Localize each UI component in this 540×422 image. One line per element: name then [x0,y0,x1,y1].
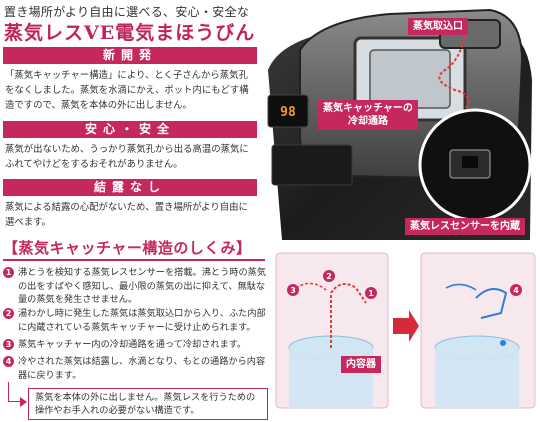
product-photo: 98 [260,0,540,240]
section-heading-no-condensation: 結露なし [3,179,257,196]
display-value: 98 [280,105,296,120]
page-title: 蒸気レスVE電気まほうびん [4,22,256,44]
step-text: 湯わかし時に発生した蒸気は蒸気取込口から入り、ふた内部に内蔵されている蒸気キャッ… [18,308,266,333]
step-number-badge: 4 [3,356,14,367]
mechanism-diagram: 3 2 1 4 内容器 [271,248,540,422]
step-3: 3 蒸気キャッチャー内の冷却通路を通って冷却されます。 [3,338,269,352]
mechanism-heading: 【蒸気キャッチャー構造のしくみ】 [3,239,252,257]
note-box: 蒸気を本体の外に出しません。蒸気レスを行うための操作やお手入れの必要がない構造で… [28,388,268,420]
water-flow-blue [475,288,508,319]
svg-text:4: 4 [513,286,519,295]
svg-text:1: 1 [368,289,374,298]
steam-path [438,34,470,111]
step-number-badge: 1 [3,267,14,278]
header-subtitle: 置き場所がより自由に選べる、安心・安全な [4,5,250,19]
section-heading-safety: 安心・安全 [3,121,257,138]
step-number-badge: 2 [3,308,14,319]
container-label: 内容器 [341,356,381,373]
transition-arrow [393,310,419,342]
control-buttons [271,144,353,186]
steam-flow-red [330,283,367,348]
step-badge: 4 [510,284,522,296]
step-2: 2 湯わかし時に発生した蒸気は蒸気取込口から入り、ふた内部に内蔵されている蒸気キ… [3,307,269,334]
step-4: 4 冷やされた蒸気は結露し、水滴となり、もとの通路から内容器に戻ります。 [3,355,269,382]
step-badge: 1 [365,287,377,299]
section-heading-new: 新開発 [3,47,257,64]
step-1: 1 沸とうを検知する蒸気レスセンサーを搭載。沸とう時の蒸気の出をすばやく感知し、… [3,266,269,307]
section-body-new: 「蒸気キャッチャー構造」により、とく子さんから蒸気孔をなくしました。蒸気を水滴に… [5,70,249,111]
note-arrow [8,382,22,402]
display-panel [267,94,309,128]
callout-sensor: 蒸気レスセンサーを内蔵 [405,218,525,235]
step-number-badge: 3 [3,339,14,350]
step-text: 沸とうを検知する蒸気レスセンサーを搭載。沸とう時の蒸気の出をすばやく感知し、最小… [18,267,267,305]
mechanism-underline [3,259,265,261]
callout-cooling-passage: 蒸気キャッチャーの 冷却通路 [318,100,418,130]
section-body-safety: 蒸気が出ないため、うっかり蒸気孔から出る高温の蒸気にふれてやけどをするおそれがあ… [5,144,249,170]
section-body-no-condensation: 蒸気による結露の心配がないため、置き場所がより自由に選べます。 [5,202,248,228]
callout-steam-intake: 蒸気取込口 [408,18,468,35]
svg-text:2: 2 [326,272,332,281]
step-badge: 3 [287,284,299,296]
step-text: 蒸気キャッチャー内の冷却通路を通って冷却されます。 [18,339,247,350]
note-arrow-head [20,397,27,407]
svg-text:3: 3 [290,286,296,295]
step-text: 冷やされた蒸気は結露し、水滴となり、もとの通路から内容器に戻ります。 [18,356,266,381]
step-badge: 2 [323,270,335,282]
